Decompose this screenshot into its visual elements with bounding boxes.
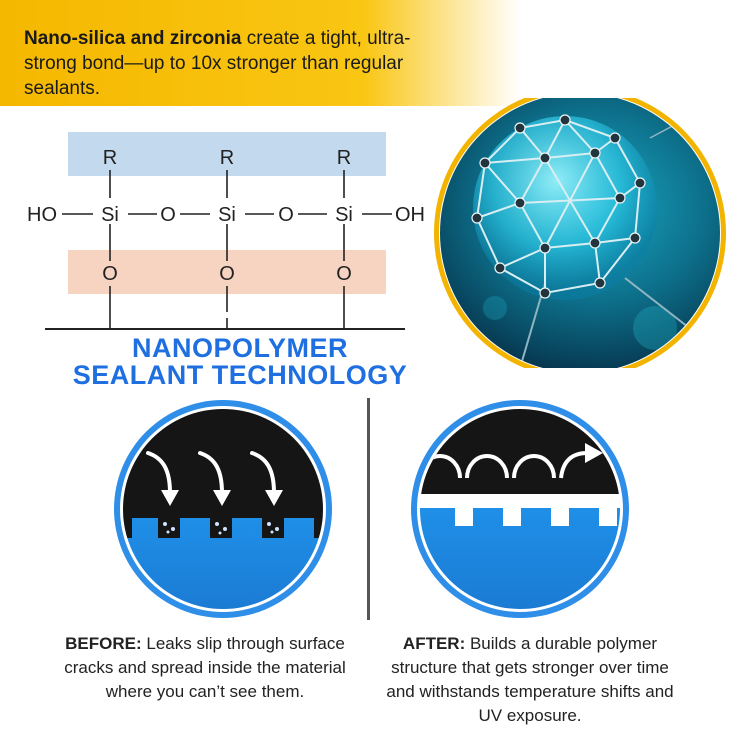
o-bridge-label-1: O xyxy=(160,204,176,226)
si-label-3: Si xyxy=(335,204,353,226)
divider xyxy=(367,398,370,620)
blue-band xyxy=(68,132,386,176)
banner-bold-text: Nano-silica and zirconia xyxy=(24,28,242,49)
si-label-1: Si xyxy=(101,204,119,226)
o-label-3: O xyxy=(336,263,352,285)
after-illustration xyxy=(411,400,629,618)
o-label-1: O xyxy=(102,263,118,285)
banner-text: Nano-silica and zirconia create a tight,… xyxy=(24,26,444,101)
ho-label: HO xyxy=(27,204,57,226)
chemical-structure-diagram: R R R HO Si O Si O Si OH O O O xyxy=(27,132,425,330)
o-bridge-label-2: O xyxy=(278,204,294,226)
before-caption: BEFORE: Leaks slip through surface crack… xyxy=(60,632,350,704)
nanoparticle-sphere-image xyxy=(434,98,726,368)
banner-body-text: create a tight, ultra-strong bond—up to … xyxy=(24,28,411,99)
after-text: Builds a durable polymer structure that … xyxy=(386,634,674,725)
o-label-2: O xyxy=(219,263,235,285)
after-caption: AFTER: Builds a durable polymer structur… xyxy=(385,632,675,728)
r-label-3: R xyxy=(337,147,351,169)
banner xyxy=(0,0,520,106)
before-label: BEFORE: xyxy=(65,634,142,653)
before-illustration xyxy=(114,400,332,618)
title-line-1: NANOPOLYMER xyxy=(131,333,349,363)
r-label-2: R xyxy=(220,147,234,169)
before-text: Leaks slip through surface cracks and sp… xyxy=(64,634,346,701)
r-label-1: R xyxy=(103,147,117,169)
after-label: AFTER: xyxy=(402,634,466,653)
section-title: NANOPOLYMER SEALANT TECHNOLOGY xyxy=(40,335,440,389)
si-label-2: Si xyxy=(218,204,236,226)
oh-label: OH xyxy=(395,204,425,226)
title-line-2: SEALANT TECHNOLOGY xyxy=(72,360,408,390)
